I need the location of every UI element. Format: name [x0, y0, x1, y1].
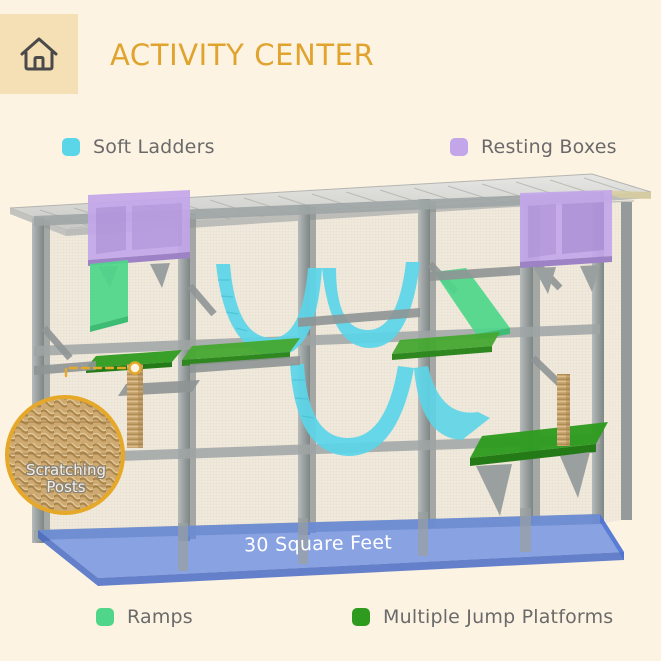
home-icon-tile	[0, 14, 78, 94]
legend-item-resting-boxes: Resting Boxes	[450, 136, 617, 158]
legend-swatch-resting-boxes	[450, 138, 468, 156]
legend-label-ramps: Ramps	[127, 606, 193, 628]
jump-platform-5	[470, 422, 608, 516]
soft-ladder-lower-right	[414, 366, 490, 440]
legend-swatch-soft-ladders	[62, 138, 80, 156]
legend-swatch-ramps	[96, 608, 114, 626]
legend-item-jump-platforms: Multiple Jump Platforms	[352, 606, 613, 628]
scratching-post-left	[127, 364, 143, 448]
soft-ladder-lower-left	[290, 364, 414, 456]
jump-platform-3	[182, 338, 300, 366]
shelf-supports	[34, 266, 520, 375]
callout-rope-texture	[7, 397, 123, 513]
legend-swatch-jump-platforms	[352, 608, 370, 626]
callout-connector	[64, 361, 142, 378]
legend-item-soft-ladders: Soft Ladders	[62, 136, 215, 158]
header: ACTIVITY CENTER	[0, 0, 661, 104]
legend-label-resting-boxes: Resting Boxes	[481, 136, 617, 158]
ramp-left	[90, 260, 128, 332]
legend-label-soft-ladders: Soft Ladders	[93, 136, 215, 158]
page-title: ACTIVITY CENTER	[110, 38, 375, 72]
soft-ladder-upper-right	[322, 262, 420, 348]
scratching-post-right	[557, 374, 570, 446]
jump-platform-4	[392, 332, 500, 360]
scratching-posts-callout	[2, 392, 128, 518]
legend-label-jump-platforms: Multiple Jump Platforms	[383, 606, 614, 628]
soft-ladder-upper-left	[216, 264, 322, 356]
resting-box-right	[520, 190, 612, 294]
legend-item-ramps: Ramps	[96, 606, 193, 628]
floor-front-posts	[178, 508, 531, 571]
home-icon	[18, 34, 60, 74]
product-illustration	[0, 168, 661, 598]
